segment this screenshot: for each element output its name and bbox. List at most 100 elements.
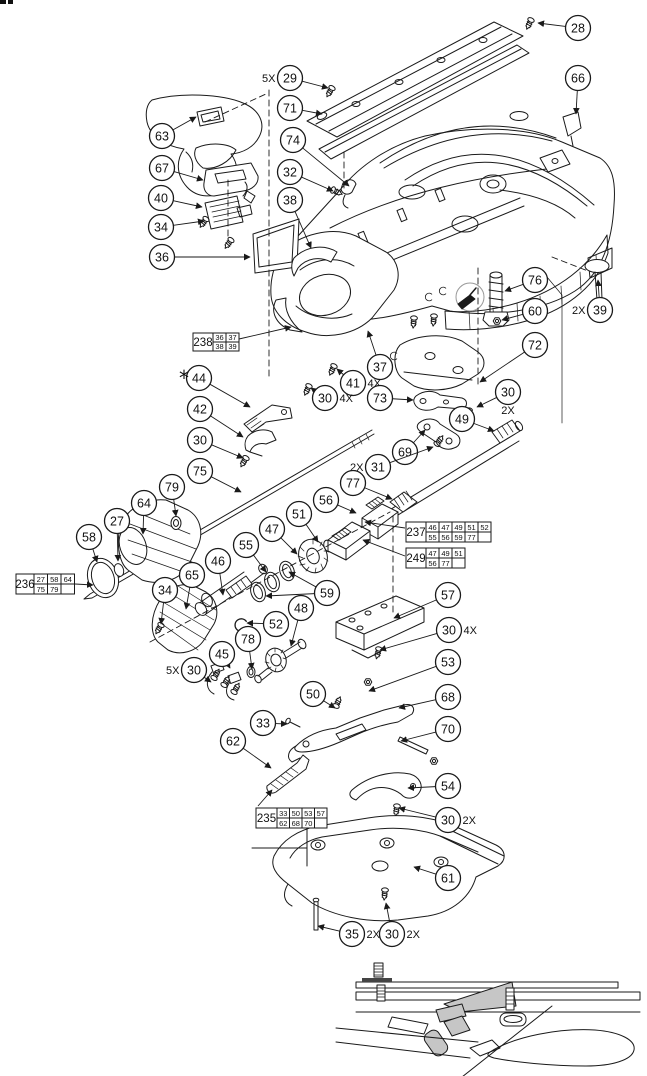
svg-text:36: 36 [155, 251, 169, 265]
svg-text:72: 72 [528, 339, 542, 353]
callout-34: 34 [147, 213, 205, 241]
callout-61: 61 [413, 864, 462, 892]
callout-65: 65 [178, 561, 206, 610]
svg-text:44: 44 [192, 372, 206, 386]
pivot-pin-part [397, 736, 439, 765]
svg-text:57: 57 [441, 589, 455, 603]
svg-text:42: 42 [193, 403, 207, 417]
callout-44: 44 [185, 364, 251, 408]
guard-plate-part [285, 694, 415, 763]
qty-label: 4X [464, 625, 478, 637]
callout-57: 57 [393, 581, 462, 619]
handle-cover-part [203, 162, 259, 204]
svg-text:68: 68 [292, 819, 300, 828]
lever-screw-part [391, 802, 402, 818]
svg-text:30: 30 [187, 664, 201, 678]
callout-48: 48 [287, 594, 315, 647]
callout-51: 51 [285, 500, 319, 543]
svg-text:66: 66 [571, 72, 585, 86]
page-corner-mark [0, 0, 13, 4]
svg-text:60: 60 [528, 305, 542, 319]
svg-text:63: 63 [155, 130, 169, 144]
svg-text:70: 70 [304, 819, 312, 828]
svg-text:75: 75 [37, 585, 45, 594]
svg-text:30: 30 [501, 386, 515, 400]
callout-45: 45 [208, 640, 236, 669]
callout-55: 55 [232, 531, 267, 573]
svg-text:46: 46 [211, 555, 225, 569]
callout-50: 50 [299, 680, 336, 709]
svg-text:34: 34 [154, 221, 168, 235]
switch-part [196, 181, 253, 251]
callout-40: 40 [147, 184, 203, 212]
svg-text:50: 50 [292, 809, 300, 818]
svg-text:52: 52 [269, 618, 283, 632]
svg-text:49: 49 [455, 413, 469, 427]
svg-text:49: 49 [441, 549, 449, 558]
svg-text:62: 62 [279, 819, 287, 828]
svg-text:55: 55 [428, 533, 436, 542]
svg-text:236: 236 [15, 579, 34, 591]
svg-text:74: 74 [286, 134, 300, 148]
svg-text:64: 64 [64, 575, 72, 584]
svg-text:59: 59 [454, 533, 462, 542]
svg-text:40: 40 [154, 192, 168, 206]
bearing-part [170, 516, 182, 530]
callout-36: 36 [148, 243, 251, 271]
svg-text:249: 249 [406, 553, 425, 565]
qty-label: 2X [501, 405, 515, 417]
svg-text:55: 55 [239, 539, 253, 553]
svg-text:39: 39 [593, 304, 607, 318]
callout-67: 67 [148, 154, 204, 182]
svg-text:68: 68 [441, 691, 455, 705]
svg-text:79: 79 [165, 481, 179, 495]
detail-inset [335, 962, 641, 1076]
qty-label: 4X [340, 393, 354, 405]
svg-text:39: 39 [228, 342, 236, 351]
callout-58: 58 [75, 523, 103, 563]
svg-text:78: 78 [241, 633, 255, 647]
svg-text:28: 28 [571, 22, 585, 36]
callout-52: 52 [246, 610, 290, 638]
detent-lever-part [266, 754, 310, 794]
svg-text:47: 47 [428, 549, 436, 558]
svg-text:38: 38 [283, 194, 297, 208]
svg-text:76: 76 [528, 274, 542, 288]
svg-text:59: 59 [320, 587, 334, 601]
svg-text:48: 48 [294, 602, 308, 616]
svg-text:75: 75 [193, 465, 207, 479]
svg-text:34: 34 [158, 584, 172, 598]
svg-text:77: 77 [467, 533, 475, 542]
callout-27: 27 [103, 507, 131, 562]
svg-text:62: 62 [226, 735, 240, 749]
qty-label: 5X [166, 665, 180, 677]
svg-text:35: 35 [345, 928, 359, 942]
svg-text:58: 58 [82, 531, 96, 545]
coupler-part [389, 490, 418, 513]
callout-30: 30 5X [166, 656, 212, 684]
svg-text:32: 32 [283, 166, 297, 180]
callout-60: 60 [501, 297, 549, 325]
grease-brush-icon [455, 282, 485, 312]
callout-72: 72 [479, 331, 549, 383]
svg-text:56: 56 [428, 559, 436, 568]
callout-63: 63 [148, 116, 197, 150]
callout-66: 66 [564, 64, 592, 115]
svg-text:36: 36 [215, 333, 223, 342]
svg-text:54: 54 [441, 780, 455, 794]
svg-text:56: 56 [319, 494, 333, 508]
base-shoe-part [251, 815, 505, 922]
turntable-base-part [270, 111, 615, 336]
callout-78: 78 [234, 625, 262, 670]
callout-53: 53 [368, 648, 462, 693]
callout-37: 37 [366, 330, 394, 381]
